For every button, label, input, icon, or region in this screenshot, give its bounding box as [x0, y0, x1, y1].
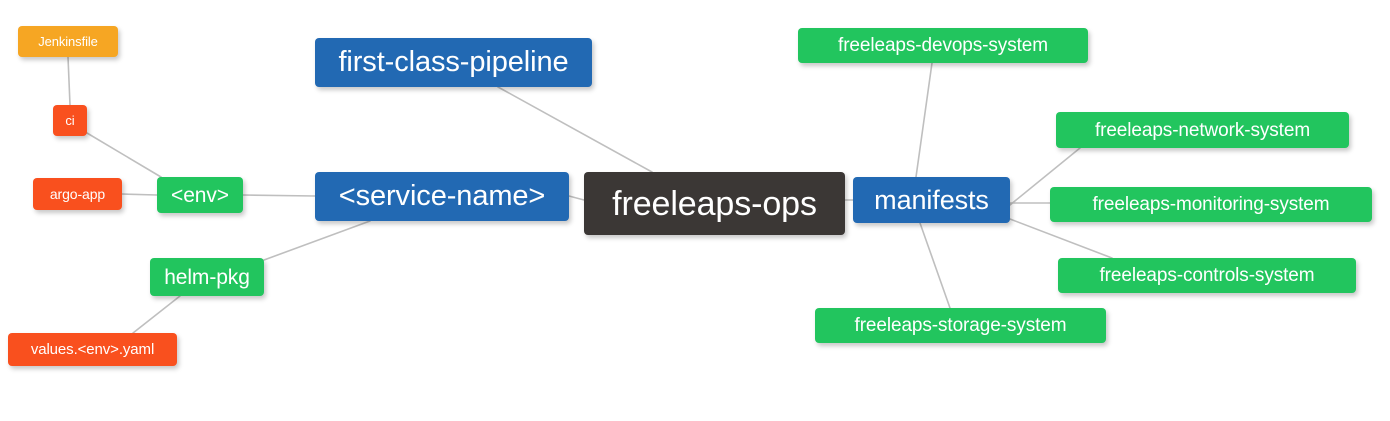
- edge-ci-env: [86, 132, 162, 178]
- mindmap-node-manifests[interactable]: manifests: [853, 177, 1010, 223]
- mindmap-node-label-jenkinsfile: Jenkinsfile: [38, 34, 98, 49]
- mindmap-node-label-argo-app: argo-app: [49, 186, 106, 202]
- mindmap-node-label-freeleaps-controls-system: freeleaps-controls-system: [1099, 265, 1315, 286]
- edge-manifests-storage: [919, 222, 951, 309]
- mindmap-node-freeleaps-monitoring-system[interactable]: freeleaps-monitoring-system: [1050, 187, 1372, 222]
- mindmap-node-argo-app[interactable]: argo-app: [33, 178, 122, 210]
- edge-valuesyaml-helmpkg: [132, 295, 181, 334]
- edge-helmpkg-servicename: [263, 220, 371, 261]
- mindmap-node-jenkinsfile[interactable]: Jenkinsfile: [18, 26, 118, 57]
- mindmap-node-helm-pkg[interactable]: helm-pkg: [150, 258, 264, 296]
- mindmap-node-label-service-name: <service-name>: [338, 180, 546, 212]
- edge-manifests-controls: [1009, 218, 1113, 259]
- mindmap-node-label-freeleaps-monitoring-system: freeleaps-monitoring-system: [1092, 194, 1330, 215]
- mindmap-node-label-ci: ci: [65, 113, 75, 128]
- edge-argoapp-env: [121, 193, 158, 196]
- edge-env-servicename: [242, 194, 316, 197]
- mindmap-node-env[interactable]: <env>: [157, 177, 243, 213]
- mindmap-node-freeleaps-network-system[interactable]: freeleaps-network-system: [1056, 112, 1349, 148]
- mindmap-node-label-freeleaps-devops-system: freeleaps-devops-system: [838, 35, 1048, 56]
- edge-servicename-ops: [568, 195, 585, 201]
- mindmap-node-label-env: <env>: [171, 183, 229, 207]
- mindmap-node-freeleaps-controls-system[interactable]: freeleaps-controls-system: [1058, 258, 1356, 293]
- mindmap-node-label-freeleaps-network-system: freeleaps-network-system: [1094, 119, 1311, 141]
- mindmap-node-label-first-class-pipeline: first-class-pipeline: [338, 46, 569, 78]
- mindmap-node-first-class-pipeline[interactable]: first-class-pipeline: [315, 38, 592, 87]
- edge-firstclass-ops: [497, 86, 653, 173]
- mindmap-node-freeleaps-storage-system[interactable]: freeleaps-storage-system: [815, 308, 1106, 343]
- mindmap-node-label-manifests: manifests: [874, 184, 989, 215]
- mindmap-node-values-yaml[interactable]: values.<env>.yaml: [8, 333, 177, 366]
- mindmap-node-service-name[interactable]: <service-name>: [315, 172, 569, 221]
- mindmap-node-label-helm-pkg: helm-pkg: [164, 265, 250, 289]
- mindmap-node-freeleaps-ops[interactable]: freeleaps-ops: [584, 172, 845, 235]
- edge-manifests-devops: [915, 62, 933, 178]
- mindmap-node-ci[interactable]: ci: [53, 105, 87, 136]
- mindmap-node-label-values-yaml: values.<env>.yaml: [30, 341, 155, 358]
- mindmap-node-label-freeleaps-ops: freeleaps-ops: [612, 184, 817, 223]
- edge-jenkinsfile-ci: [67, 56, 71, 106]
- mindmap-node-label-freeleaps-storage-system: freeleaps-storage-system: [854, 315, 1067, 336]
- mindmap-node-freeleaps-devops-system[interactable]: freeleaps-devops-system: [798, 28, 1088, 63]
